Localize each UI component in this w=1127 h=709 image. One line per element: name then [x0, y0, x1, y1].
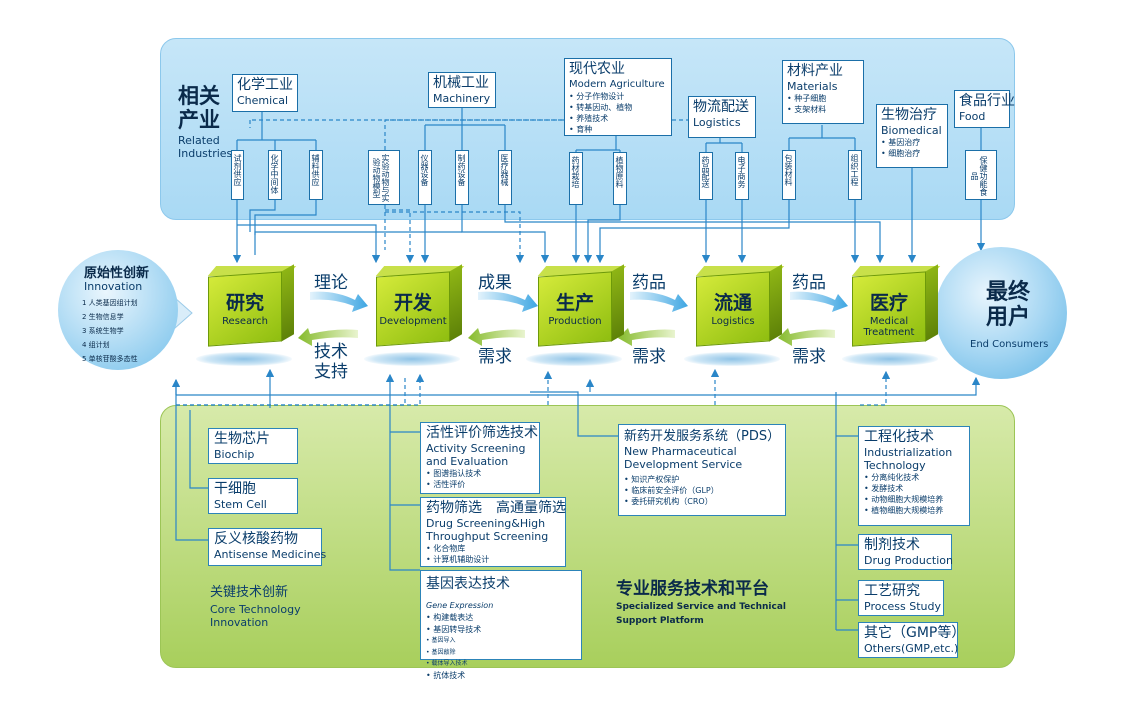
cube-shadow [842, 352, 938, 366]
innovation-title: 原始性创新 [84, 266, 150, 281]
arrow-demand-1 [468, 328, 525, 346]
flow-support: 技术支持 [314, 342, 348, 382]
gene-expression-box: 基因表达技术 Gene Expression • 构建载表达 • 基因转导技术 … [420, 570, 582, 680]
flow-demand-2: 需求 [632, 347, 666, 367]
mach-sub-3: 医疗器械 [498, 150, 512, 205]
cube-shadow [684, 352, 780, 366]
end-title: 最终用户 [986, 280, 1031, 330]
mat-sub-2: 组织工程 [848, 150, 862, 200]
logi-sub-2: 电子商务 [735, 152, 749, 200]
agri-sub-1: 药材栽培 [569, 152, 583, 205]
arrow-support [298, 328, 358, 346]
core-tech-label: 关键技术创新 Core Technology Innovation [210, 585, 301, 629]
mat-sub-1: 包装材料 [782, 150, 796, 200]
arrow-drug-1 [630, 291, 688, 312]
others-gmp-box: 其它（GMP等）Others(GMP,etc.) [858, 622, 965, 658]
arrow-drug-2 [790, 291, 848, 312]
cube-shadow [364, 352, 460, 366]
platform-title: 专业服务技术和平台 Specialized Service and Techni… [616, 579, 786, 626]
arrow-theory [310, 291, 368, 312]
agriculture-box: 现代农业 Modern Agriculture • 分子作物设计 • 转基因动、… [564, 58, 672, 136]
flow-demand-1: 需求 [478, 347, 512, 367]
cube-shadow [196, 352, 292, 366]
chem-sub-2: 化学中间体 [268, 150, 282, 200]
cube-shadow [526, 352, 622, 366]
lab-animal-box: 实验动物与实验动物模型 [368, 150, 400, 205]
flow-result: 成果 [478, 273, 512, 293]
innovation-title-en: Innovation [84, 280, 143, 293]
mach-sub-2: 制药设备 [455, 150, 469, 205]
flow-demand-3: 需求 [792, 347, 826, 367]
flow-theory: 理论 [314, 273, 348, 293]
arrow-demand-3 [778, 328, 835, 346]
food-sub: 保健功能食品 [965, 150, 997, 200]
flow-drug-2: 药品 [792, 273, 826, 293]
end-consumers-circle [935, 247, 1067, 379]
innovation-circle [58, 250, 178, 370]
chem-sub-3: 辅料供应 [309, 150, 323, 200]
chem-sub-1: 试剂供应 [231, 150, 244, 200]
arrow-result [478, 291, 538, 312]
end-title-en: End Consumers [970, 339, 1049, 350]
agri-sub-2: 植物原料 [613, 152, 627, 205]
flow-drug-1: 药品 [632, 273, 666, 293]
related-title: 相关产业 [178, 84, 220, 132]
mach-sub-1: 仪器设备 [418, 150, 432, 205]
arrow-demand-2 [618, 328, 675, 346]
logi-sub-1: 药品配送 [699, 152, 713, 200]
